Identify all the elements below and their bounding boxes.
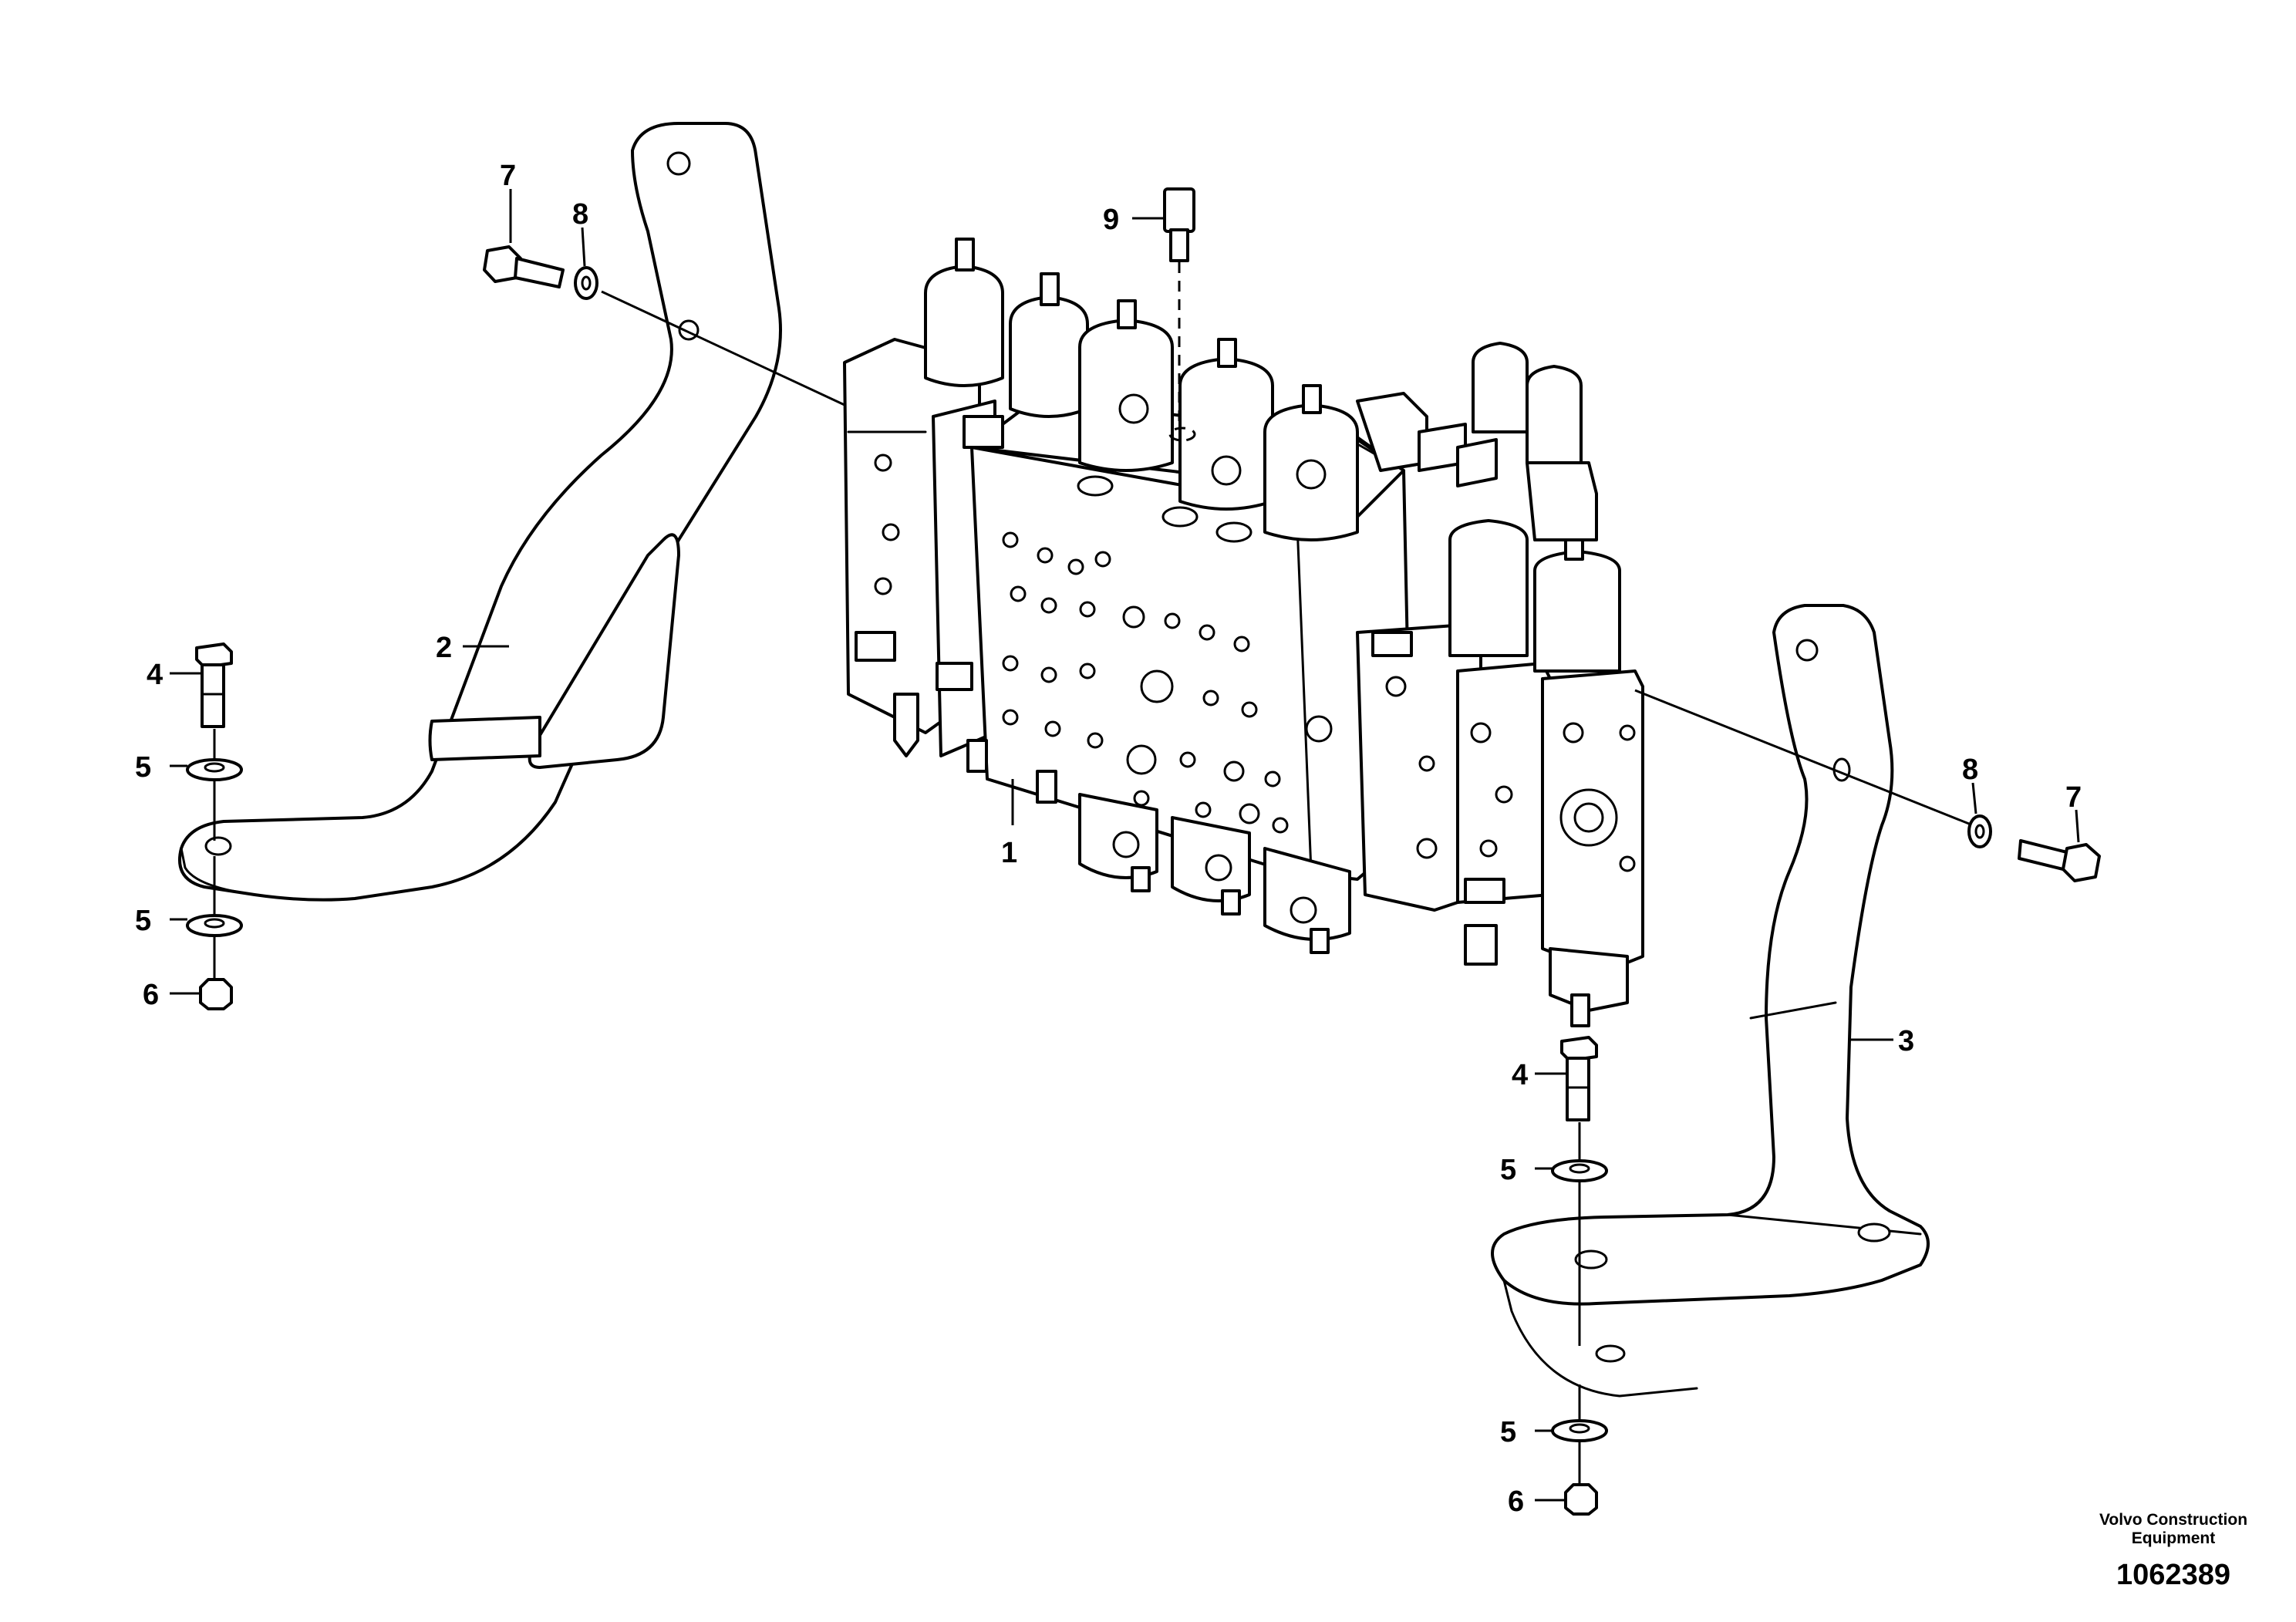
washer-right-top <box>1551 1159 1608 1182</box>
callout-8-left: 8 <box>572 198 588 231</box>
brand-line-2: Equipment <box>2132 1529 2216 1547</box>
right-end-sections <box>1356 342 1644 1027</box>
port-holes <box>1002 531 1333 834</box>
callout-4-left: 4 <box>147 659 163 691</box>
bolt-right <box>1560 1036 1598 1121</box>
nut-right <box>1564 1483 1598 1516</box>
callout-5-left-top: 5 <box>135 751 151 784</box>
callout-leaders <box>170 189 2080 1502</box>
control-valve <box>843 238 1644 1027</box>
callout-4-right: 4 <box>1512 1059 1528 1091</box>
nut-left <box>199 978 233 1010</box>
callout-labels: 1 2 3 4 4 5 5 5 5 6 6 7 7 8 8 9 <box>135 160 2082 1518</box>
bracket-left <box>178 122 782 902</box>
washer-left-bottom <box>186 914 243 937</box>
callout-5-right-top: 5 <box>1500 1154 1516 1186</box>
brand-block: Volvo Construction Equipment 1062389 <box>2099 1511 2247 1591</box>
bottom-caps <box>966 739 1351 954</box>
brand-line-1: Volvo Construction <box>2099 1511 2247 1529</box>
callout-2: 2 <box>436 632 452 664</box>
callout-5-left-bottom: 5 <box>135 905 151 937</box>
washer-left-top <box>186 758 243 781</box>
callout-3: 3 <box>1898 1025 1914 1057</box>
bolt-left <box>195 642 233 728</box>
callout-9: 9 <box>1103 204 1119 236</box>
document-number: 1062389 <box>2116 1559 2230 1591</box>
washer-right-bottom <box>1551 1419 1608 1442</box>
screw-right <box>2018 839 2101 882</box>
plug <box>1163 187 1195 262</box>
callout-1: 1 <box>1001 837 1017 869</box>
callout-7-left: 7 <box>500 160 516 192</box>
callout-6-right: 6 <box>1508 1485 1524 1518</box>
callout-6-left: 6 <box>143 979 159 1011</box>
washer-small-right <box>1967 814 1992 848</box>
screw-left <box>483 245 565 288</box>
callout-8-right: 8 <box>1962 754 1978 786</box>
spool-caps <box>924 238 1428 543</box>
callout-7-right: 7 <box>2065 781 2082 814</box>
washer-small-left <box>574 266 598 300</box>
callout-5-right-bottom: 5 <box>1500 1416 1516 1448</box>
